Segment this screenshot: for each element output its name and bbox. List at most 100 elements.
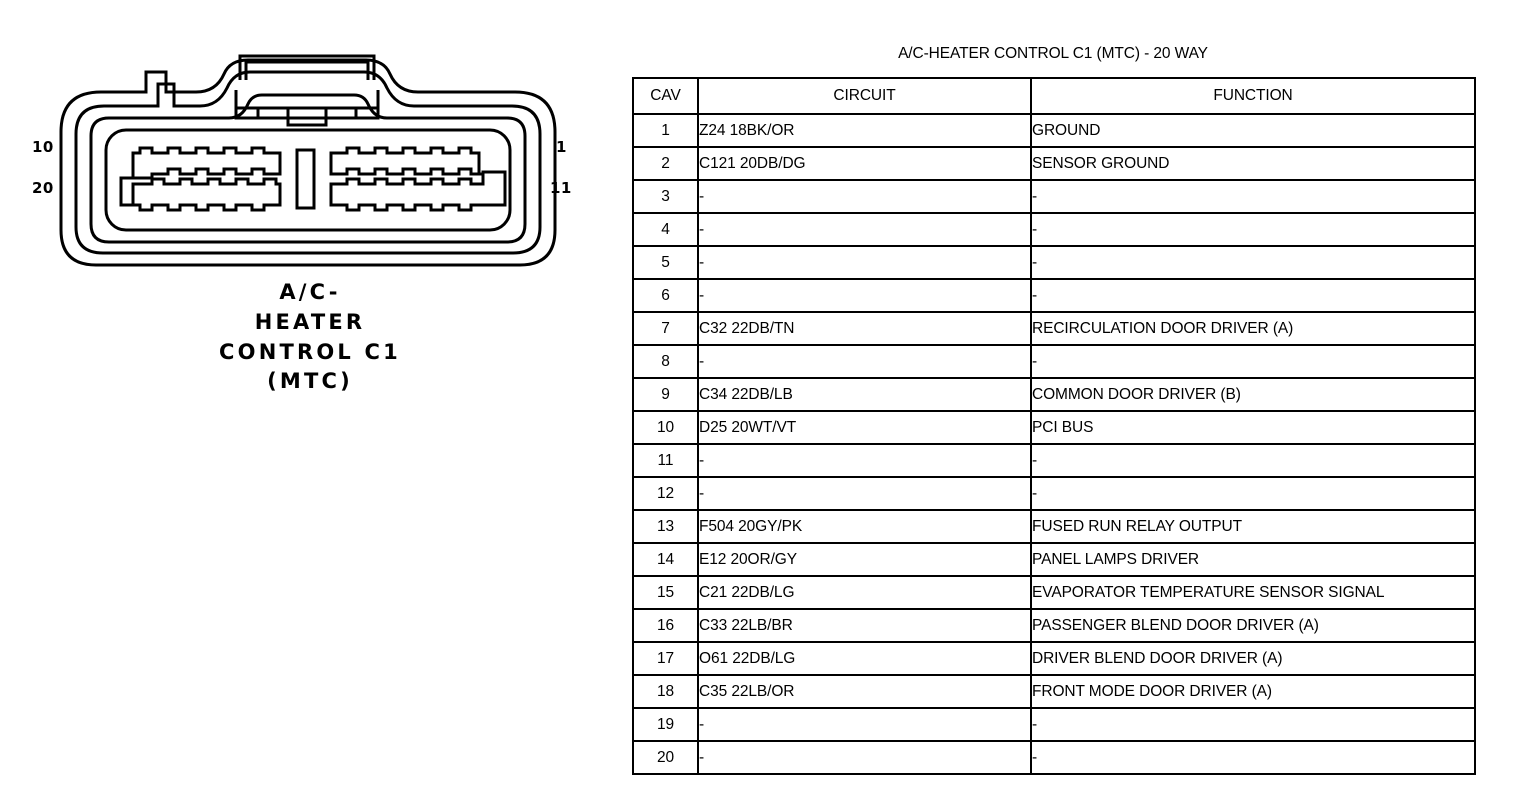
cell-circuit: Z24 18BK/OR <box>697 113 1032 148</box>
cell-cav: 16 <box>632 608 699 643</box>
table-row: 20-- <box>632 740 1476 775</box>
column-header-cav: CAV <box>632 77 699 115</box>
table-title: A/C-HEATER CONTROL C1 (MTC) - 20 WAY <box>898 45 1208 62</box>
table-header-row: CAV CIRCUIT FUNCTION <box>632 77 1476 115</box>
cell-cav: 9 <box>632 377 699 412</box>
cell-circuit: - <box>697 740 1032 775</box>
cell-cav: 11 <box>632 443 699 478</box>
cell-circuit: C34 22DB/LB <box>697 377 1032 412</box>
cell-cav: 15 <box>632 575 699 610</box>
cell-function: - <box>1030 278 1476 313</box>
connector-caption-line-4: (MTC) <box>267 369 353 394</box>
table-row: 5-- <box>632 245 1476 280</box>
cavity-bank-left-lower <box>131 177 282 212</box>
connector-latch-body <box>234 90 380 110</box>
cell-function: - <box>1030 344 1476 379</box>
table-row: 19-- <box>632 707 1476 742</box>
cell-function: - <box>1030 740 1476 775</box>
cell-circuit: - <box>697 179 1032 214</box>
table-row: 11-- <box>632 443 1476 478</box>
cell-circuit: - <box>697 245 1032 280</box>
connector-caption-line-2: HEATER <box>254 309 366 334</box>
connector-illustration-panel: 10 20 1 11 A/C- HEATER CONTROL C1 (MTC) <box>0 0 610 810</box>
connector-shell-inner-ring-1 <box>74 70 542 255</box>
connector-latch-tower <box>238 54 376 80</box>
connector-outer-shell <box>59 58 557 267</box>
table-row: 8-- <box>632 344 1476 379</box>
cell-circuit: - <box>697 443 1032 478</box>
pinout-table-panel: A/C-HEATER CONTROL C1 (MTC) - 20 WAY CAV… <box>632 0 1482 810</box>
cell-cav: 13 <box>632 509 699 544</box>
cell-cav: 1 <box>632 113 699 148</box>
cell-circuit: - <box>697 707 1032 742</box>
pin-label-bottom-right: 11 <box>550 179 572 197</box>
connector-caption-line-1: A/C- <box>279 280 341 304</box>
cell-circuit: O61 22DB/LG <box>697 641 1032 676</box>
cavity-bank-left-step <box>119 176 133 207</box>
cavity-bank-right-step <box>477 153 485 184</box>
connector-cavity-chamber <box>104 128 512 232</box>
cell-cav: 7 <box>632 311 699 346</box>
cell-circuit: C33 22LB/BR <box>697 608 1032 643</box>
table-row: 12-- <box>632 476 1476 511</box>
table-row: 3-- <box>632 179 1476 214</box>
cell-function: - <box>1030 245 1476 280</box>
cell-function: - <box>1030 443 1476 478</box>
cell-cav: 6 <box>632 278 699 313</box>
cell-circuit: - <box>697 212 1032 247</box>
cell-circuit: - <box>697 344 1032 379</box>
cell-function: - <box>1030 212 1476 247</box>
cell-cav: 5 <box>632 245 699 280</box>
cell-circuit: - <box>697 476 1032 511</box>
cell-circuit: C121 20DB/DG <box>697 146 1032 181</box>
cell-function: FUSED RUN RELAY OUTPUT <box>1030 509 1476 544</box>
cell-cav: 17 <box>632 641 699 676</box>
cell-circuit: C32 22DB/TN <box>697 311 1032 346</box>
pin-label-top-right: 1 <box>556 138 567 156</box>
cavity-bank-right <box>329 146 481 176</box>
cell-cav: 14 <box>632 542 699 577</box>
cell-cav: 19 <box>632 707 699 742</box>
cell-cav: 4 <box>632 212 699 247</box>
cell-function: EVAPORATOR TEMPERATURE SENSOR SIGNAL <box>1030 575 1476 610</box>
cell-cav: 10 <box>632 410 699 445</box>
cell-function: RECIRCULATION DOOR DRIVER (A) <box>1030 311 1476 346</box>
connector-latch-slot-left <box>256 106 290 120</box>
column-header-circuit: CIRCUIT <box>697 77 1032 115</box>
connector-caption-line-3: CONTROL C1 <box>219 339 401 364</box>
connector-face-drawing <box>18 22 598 282</box>
cell-circuit: D25 20WT/VT <box>697 410 1032 445</box>
cell-cav: 8 <box>632 344 699 379</box>
connector-latch-rib <box>234 108 380 120</box>
cell-function: FRONT MODE DOOR DRIVER (A) <box>1030 674 1476 709</box>
cell-cav: 20 <box>632 740 699 775</box>
cell-function: PASSENGER BLEND DOOR DRIVER (A) <box>1030 608 1476 643</box>
connector-latch-slot-right <box>324 106 358 120</box>
cell-function: PANEL LAMPS DRIVER <box>1030 542 1476 577</box>
cavity-center-divider-key <box>295 148 316 210</box>
cell-circuit: C21 22DB/LG <box>697 575 1032 610</box>
table-row: 6-- <box>632 278 1476 313</box>
connector-latch-tower-inner <box>244 60 370 80</box>
table-row: 4-- <box>632 212 1476 247</box>
cell-circuit: - <box>697 278 1032 313</box>
pin-label-bottom-left: 20 <box>32 179 54 197</box>
connector-latch-key-center <box>286 106 328 127</box>
connector-caption: A/C- HEATER CONTROL C1 (MTC) <box>130 278 490 397</box>
cell-function: PCI BUS <box>1030 410 1476 445</box>
cell-function: DRIVER BLEND DOOR DRIVER (A) <box>1030 641 1476 676</box>
cell-function: - <box>1030 707 1476 742</box>
cell-function: SENSOR GROUND <box>1030 146 1476 181</box>
